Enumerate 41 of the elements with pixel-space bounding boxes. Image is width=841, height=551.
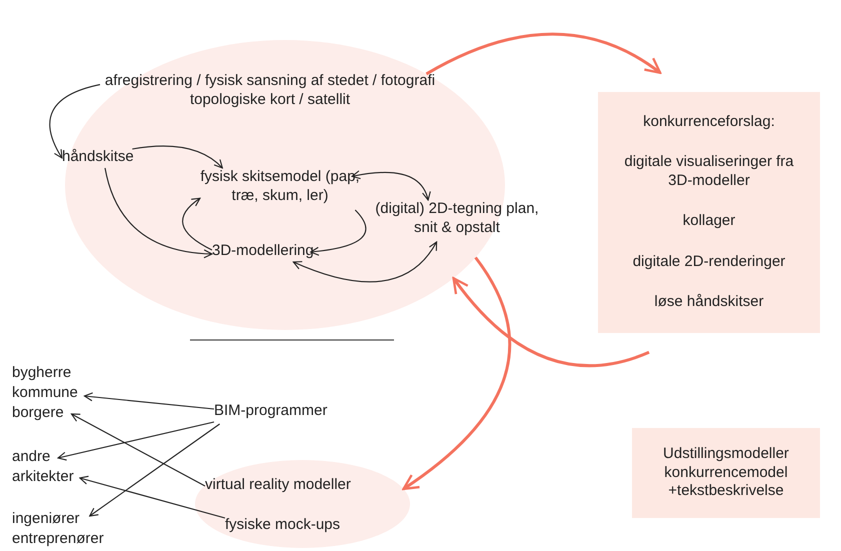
arrow (49, 84, 100, 159)
arrow (89, 424, 220, 517)
node-label: virtual reality modeller (205, 476, 351, 496)
arrow (132, 146, 223, 169)
node-label: borgere (12, 404, 64, 424)
node-label: andre (12, 448, 50, 468)
highlight-ellipse (65, 40, 505, 330)
highlight-ellipse (195, 460, 410, 548)
node-label: kommune (12, 384, 78, 404)
panel-text: løse håndskitser (653, 293, 765, 312)
node-label: ingeniører (12, 510, 80, 530)
arrow (292, 241, 438, 282)
panel-text: digitale 2D-renderinger (632, 252, 786, 272)
panel-text: Udstillingsmodeller konkurrencemodel +tekstbeskrivelse (662, 444, 790, 502)
node-label: håndskitse (62, 148, 134, 168)
node-label: arkitekter (12, 468, 74, 488)
arrow (84, 392, 214, 410)
arrow (58, 421, 214, 461)
info-panel (598, 92, 820, 333)
arrow (351, 170, 430, 201)
node-label: 3D-modellering (212, 242, 314, 262)
node-label: bygherre (12, 364, 72, 384)
arrow (402, 256, 511, 490)
node-label: fysiske mock-ups (225, 516, 340, 536)
node-label: fysisk skitsemodel (pap, træ, skum, ler) (200, 168, 360, 210)
arrow (70, 413, 206, 486)
node-label: topologiske kort / satellit (188, 90, 352, 110)
arrow (182, 198, 212, 250)
panel-heading: konkurrenceforslag: (642, 112, 776, 132)
arrow (426, 32, 662, 76)
node-label: (digital) 2D-tegning plan, snit & opstalt (372, 200, 542, 242)
arrow (79, 476, 226, 519)
arrow (452, 277, 650, 368)
node-label: afregistrering / fysisk sansning af stedet / fotografi (104, 72, 436, 91)
arrow (310, 210, 366, 256)
node-label: BIM-programmer (214, 402, 328, 422)
node-label: entreprenører (12, 530, 104, 550)
panel-text: digitale visualiseringer fra 3D-modeller (623, 153, 795, 191)
panel-text: kollager (682, 212, 736, 232)
arrow (104, 168, 213, 258)
info-panel (632, 428, 820, 518)
